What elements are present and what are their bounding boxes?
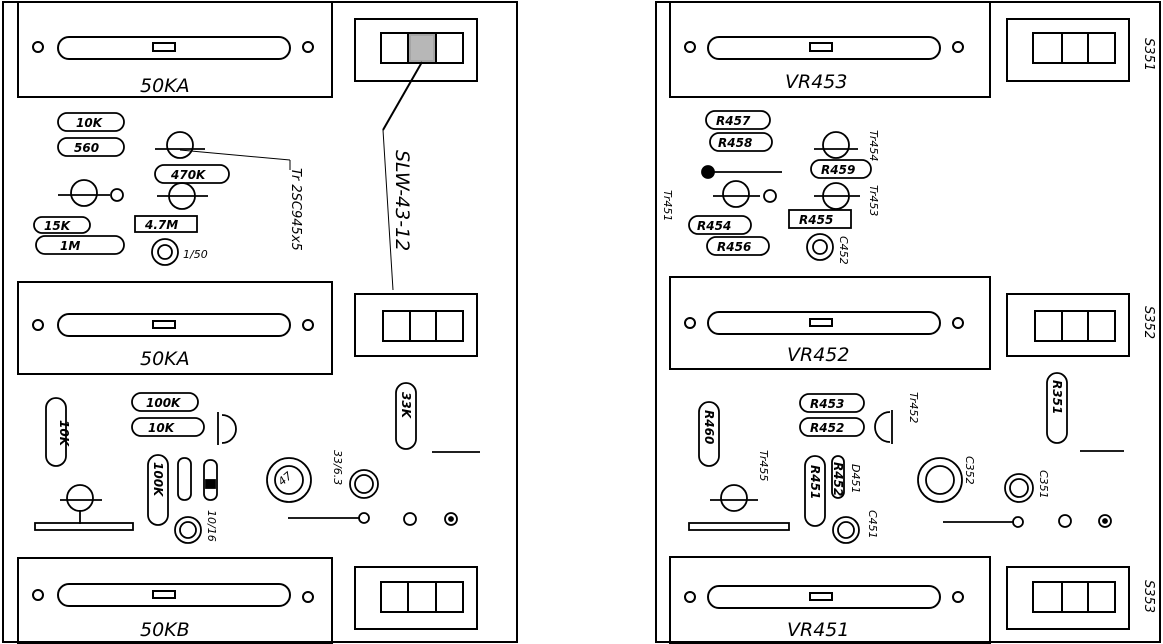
- right-board-labels: VR453 VR452 VR451 S351 S352 S353 R457 R4…: [661, 38, 1156, 641]
- resistor-label: R351: [1050, 380, 1064, 414]
- capacitor-label: 10/16: [205, 510, 218, 542]
- left-board-labels: 50KA 50KA 50KB 10K 560 470K 15K 1M 4.7M …: [44, 75, 413, 641]
- resistor-label: 33K: [399, 392, 413, 420]
- resistor-label: 560: [74, 141, 99, 155]
- switch-part-note: SLW-43-12: [391, 150, 413, 251]
- slide-switch-left-3: [354, 566, 478, 630]
- right-upper-components: [688, 110, 872, 261]
- resistor-label: R452: [831, 462, 845, 496]
- switch-label-s353: S353: [1141, 580, 1156, 613]
- resistor-label: R457: [716, 114, 751, 128]
- transistor-label: Tr451: [661, 190, 674, 221]
- resistor-label: R459: [821, 163, 855, 177]
- resistor-label: 100K: [151, 462, 165, 498]
- transistor-label: Tr454: [867, 130, 880, 161]
- capacitor-label: C352: [963, 456, 976, 485]
- resistor-label: 4.7M: [144, 218, 178, 232]
- resistor-label: R456: [717, 240, 751, 254]
- pot-label-vr452: VR452: [787, 344, 849, 366]
- resistor-label: 100K: [146, 396, 182, 410]
- slide-switch-s351: [1006, 18, 1130, 82]
- switch-label-s352: S352: [1141, 306, 1156, 339]
- switch-label-s351: S351: [1141, 38, 1156, 71]
- capacitor-label: C351: [1037, 470, 1050, 499]
- pot-50ka-mid: [17, 281, 333, 375]
- resistor-label: R454: [697, 219, 731, 233]
- pot-label-vr451: VR451: [787, 619, 849, 641]
- slide-switch-left-1: [354, 18, 478, 291]
- resistor-label: R458: [718, 136, 752, 150]
- left-upper-components: [33, 112, 291, 266]
- pot-label-top: 50KA: [140, 75, 190, 97]
- right-lower-components: [688, 372, 1124, 544]
- transistor-note: Tr 2SC945x5: [288, 168, 303, 251]
- capacitor-label: 1/50: [183, 248, 208, 261]
- resistor-label: 470K: [170, 168, 207, 182]
- capacitor-label: 33/6.3: [331, 450, 344, 485]
- right-board: [655, 1, 1161, 644]
- resistor-label: R460: [702, 410, 716, 444]
- pot-50kb-bottom: [17, 557, 333, 644]
- resistor-label: 10K: [148, 421, 176, 435]
- resistor-label: R453: [810, 397, 844, 411]
- capacitor-label: C451: [866, 510, 879, 539]
- pot-vr453: [669, 1, 991, 98]
- capacitor-label: C452: [837, 236, 850, 265]
- slide-switch-s353: [1006, 566, 1130, 630]
- transistor-label: Tr453: [867, 185, 880, 216]
- transistor-label: Tr452: [907, 392, 920, 423]
- diode-label: D451: [849, 464, 862, 493]
- pot-vr452: [669, 276, 991, 370]
- pot-label-vr453: VR453: [785, 71, 847, 93]
- resistor-label: 10K: [76, 116, 104, 130]
- left-lower-components: [34, 382, 480, 544]
- transistor-label: Tr455: [757, 450, 770, 481]
- resistor-label: 15K: [44, 219, 72, 233]
- pot-label-mid: 50KA: [140, 348, 190, 370]
- resistor-label: 10K: [57, 420, 71, 448]
- resistor-label: R452: [810, 421, 844, 435]
- resistor-label: R455: [799, 213, 833, 227]
- slide-switch-left-2: [354, 293, 478, 357]
- left-board: [2, 1, 518, 644]
- resistor-label: 1M: [60, 239, 80, 253]
- pot-vr451: [669, 556, 991, 644]
- pot-50ka-top: [17, 1, 333, 98]
- resistor-label: R451: [808, 465, 822, 499]
- slide-switch-s352: [1006, 293, 1130, 357]
- pot-label-bottom: 50KB: [140, 619, 190, 641]
